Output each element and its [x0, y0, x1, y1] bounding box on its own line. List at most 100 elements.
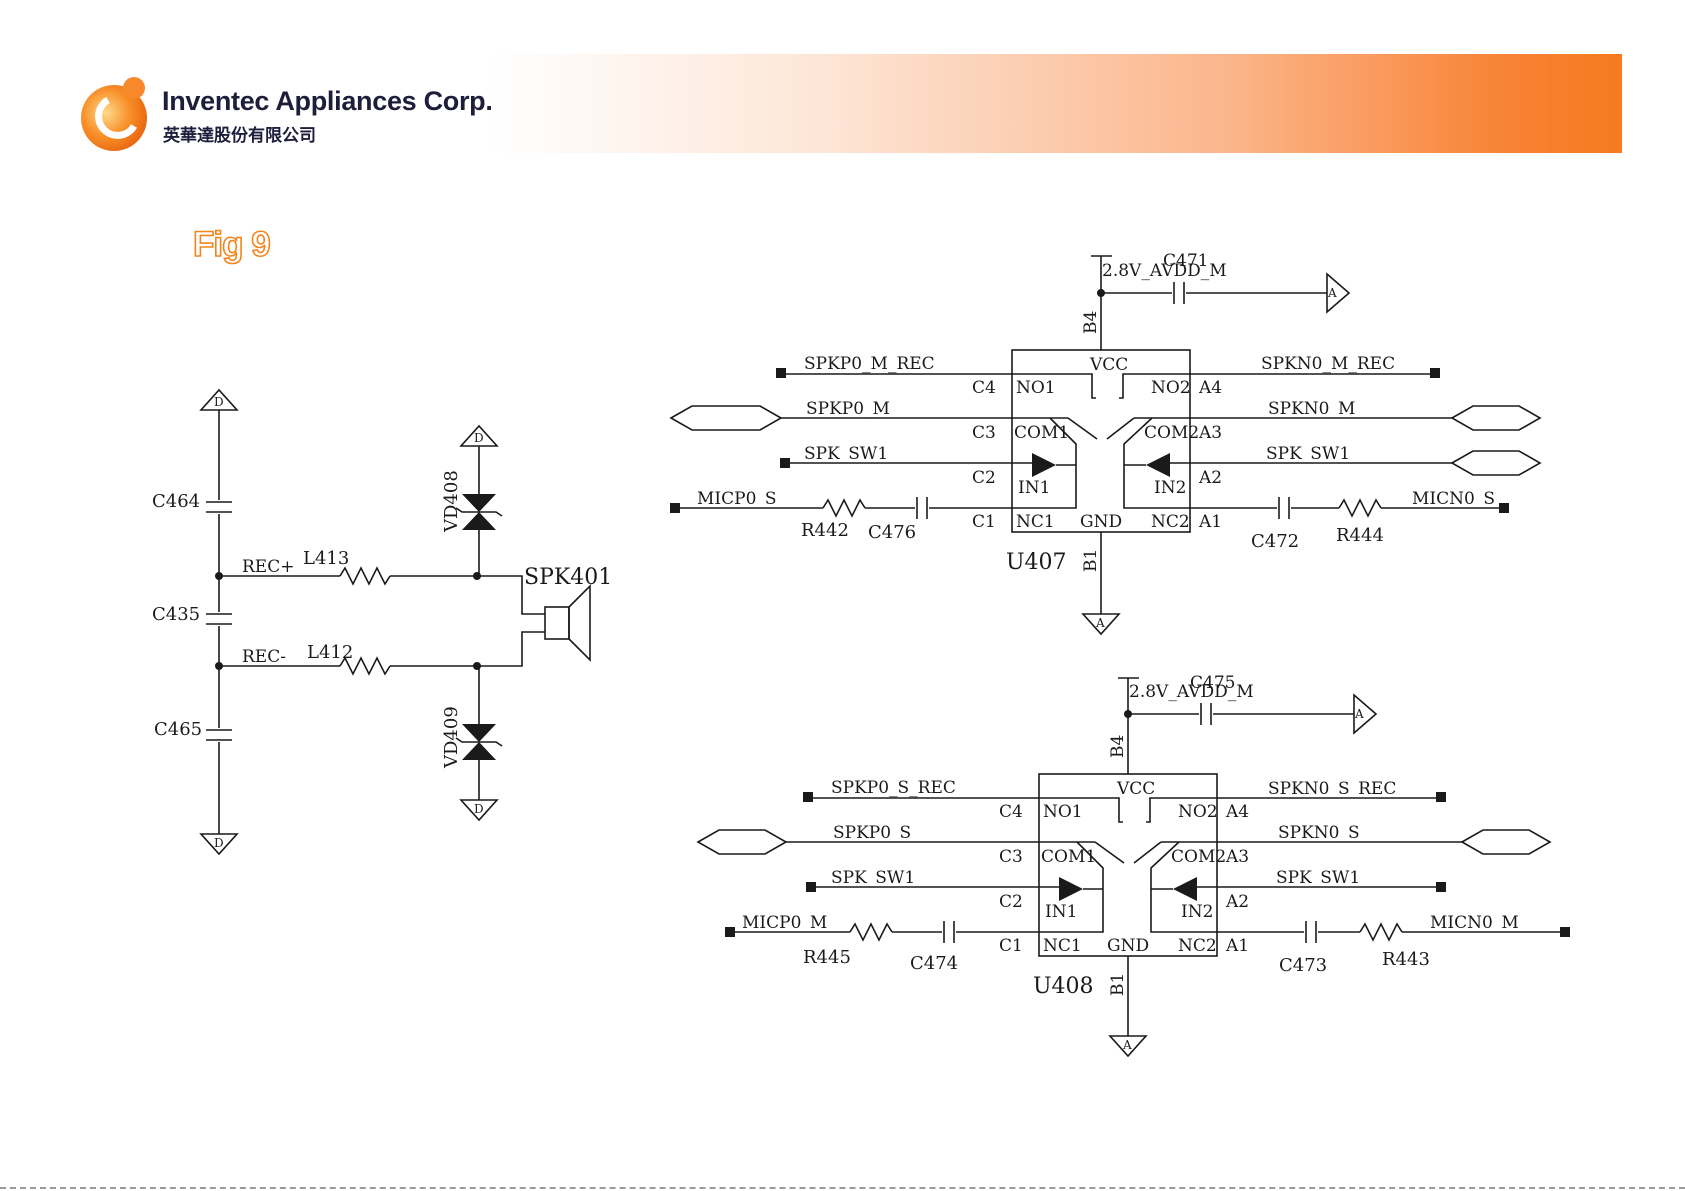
pin-nc1-label: NC1	[1016, 512, 1055, 532]
net-micn0-s-label: MICN0_S	[1412, 489, 1495, 509]
u408-ball-b4-label: B4	[1108, 735, 1128, 758]
pin-vcc-label: VCC	[1089, 355, 1128, 375]
ball-a2-label: A2	[1198, 468, 1222, 488]
net-micp0-s-label: MICP0_S	[697, 489, 777, 509]
resistor-r442-label: R442	[801, 520, 849, 541]
u408-ball-a1-label: A1	[1225, 936, 1249, 956]
power-net-u407-label: 2.8V_AVDD_M	[1102, 261, 1227, 281]
cap-c464-label: C464	[152, 491, 200, 512]
net-spkn0-m-rec-label: SPKN0_M_REC	[1261, 354, 1395, 374]
ground-symbol-u407	[1081, 613, 1121, 636]
u408-buffer-in2-icon	[1173, 877, 1197, 901]
u408-buffer-in1-icon	[1059, 877, 1083, 901]
net-rec-minus-label: REC-	[242, 647, 286, 667]
cap-c476-label: C476	[868, 522, 916, 543]
cap-c471-label: C471	[1163, 251, 1208, 271]
u408-pin-no1-label: NO1	[1043, 802, 1083, 822]
resistor-r444-label: R444	[1336, 525, 1384, 546]
power-net-u408-label: 2.8V_AVDD_M	[1129, 682, 1254, 702]
speaker-circuit: D D C464 C435 C465 REC+ L413	[152, 388, 612, 856]
u408-pin-vcc-label: VCC	[1116, 779, 1155, 799]
ground-symbol-u407-cap	[1326, 272, 1351, 314]
buffer-in2-icon	[1146, 453, 1170, 477]
net-spkn0-s-rec-label: SPKN0_S_REC	[1268, 779, 1396, 799]
resistor-r445-label: R445	[803, 947, 851, 968]
ball-c4-label: C4	[972, 378, 996, 398]
figure-title: Fig 9	[192, 224, 271, 265]
pin-in2-label: IN2	[1154, 478, 1186, 498]
ground-label-bottom: D	[214, 836, 224, 850]
u408-ball-a2-label: A2	[1225, 892, 1249, 912]
net-u408-spk-sw1-left-label: SPK_SW1	[831, 868, 915, 888]
net-spkn0-s-label: SPKN0_S	[1278, 823, 1360, 843]
ball-c1-label: C1	[972, 512, 996, 532]
ground-label-vd408: D	[474, 431, 484, 445]
net-micp0-m-label: MICP0_M	[742, 913, 827, 933]
net-spk-sw1-right-label: SPK_SW1	[1266, 444, 1350, 464]
speaker-spk401-label: SPK401	[524, 565, 612, 590]
u408-ball-c3-label: C3	[999, 847, 1023, 867]
switch-u407: A 2.8V_AVDD_M C471 B4 VCC NO1 NO2 COM1 C…	[669, 251, 1542, 636]
resistor-r444	[1338, 498, 1382, 518]
buffer-in1-icon	[1032, 453, 1056, 477]
net-rec-plus-label: REC+	[242, 557, 294, 577]
diode-vd408-label: VD408	[441, 470, 462, 533]
connector-spkp0-s-icon	[696, 829, 788, 855]
connector-spkp0-m-icon	[669, 405, 783, 431]
inductor-l412	[339, 656, 391, 676]
u408-pin-in2-label: IN2	[1181, 902, 1213, 922]
footer-rule	[0, 1187, 1685, 1189]
ball-c3-label: C3	[972, 423, 996, 443]
net-spkp0-s-rec-label: SPKP0_S_REC	[831, 778, 956, 798]
u408-ball-a4-label: A4	[1225, 802, 1249, 822]
ground-symbol-bottom	[199, 833, 239, 856]
u408-pin-gnd-label: GND	[1107, 936, 1149, 956]
u408-pin-nc1-label: NC1	[1043, 936, 1082, 956]
ground-symbol-vd409	[459, 799, 499, 822]
pin-in1-label: IN1	[1018, 478, 1050, 498]
ball-a4-label: A4	[1198, 378, 1222, 398]
cap-c475-label: C475	[1190, 673, 1235, 693]
u408-ball-a3-label: A3	[1225, 847, 1249, 867]
pin-no2-label: NO2	[1151, 378, 1191, 398]
net-spkp0-s-label: SPKP0_S	[833, 823, 911, 843]
tvs-diode-vd409	[462, 724, 496, 742]
inductor-l412-label: L412	[307, 642, 353, 663]
resistor-r443-label: R443	[1382, 949, 1430, 970]
u408-ball-c1-label: C1	[999, 936, 1023, 956]
net-micn0-m-label: MICN0_M	[1430, 913, 1519, 933]
u408-pin-nc2-label: NC2	[1178, 936, 1217, 956]
ball-a1-label: A1	[1198, 512, 1222, 532]
tvs-diode-vd408	[462, 494, 496, 512]
cap-c435-label: C435	[152, 604, 200, 625]
ground-label-u408: A	[1122, 1038, 1132, 1052]
ground-label-u408-cap: A	[1354, 707, 1364, 721]
cap-c465-label: C465	[154, 719, 202, 740]
cap-c473-label: C473	[1279, 955, 1327, 976]
cap-c474-label: C474	[910, 953, 958, 974]
resistor-r443	[1359, 922, 1403, 942]
u408-ball-b1-label: B1	[1108, 973, 1128, 996]
connector-spk-sw1-icon	[1450, 450, 1542, 476]
pin-gnd-label: GND	[1080, 512, 1122, 532]
company-name: Inventec Appliances Corp.	[162, 86, 493, 116]
net-spkp0-m-label: SPKP0_M	[806, 399, 890, 419]
net-spk-sw1-left-label: SPK_SW1	[804, 444, 888, 464]
company-name-chinese: 英華達股份有限公司	[163, 126, 316, 146]
ball-a3-label: A3	[1198, 423, 1222, 443]
switch-u408-ref-label: U408	[1033, 974, 1094, 999]
speaker-spk401-icon	[544, 606, 570, 640]
net-spkn0-m-label: SPKN0_M	[1268, 399, 1355, 419]
inductor-l413-label: L413	[303, 548, 349, 569]
u408-ball-c4-label: C4	[999, 802, 1023, 822]
inductor-l413	[339, 566, 391, 586]
pin-com2-label: COM2	[1144, 423, 1199, 443]
switch-u407-ref-label: U407	[1006, 550, 1067, 575]
u408-pin-com2-label: COM2	[1171, 847, 1226, 867]
ball-c2-label: C2	[972, 468, 996, 488]
ground-symbol-u408	[1108, 1035, 1148, 1058]
u408-ball-c2-label: C2	[999, 892, 1023, 912]
pin-no1-label: NO1	[1016, 378, 1056, 398]
